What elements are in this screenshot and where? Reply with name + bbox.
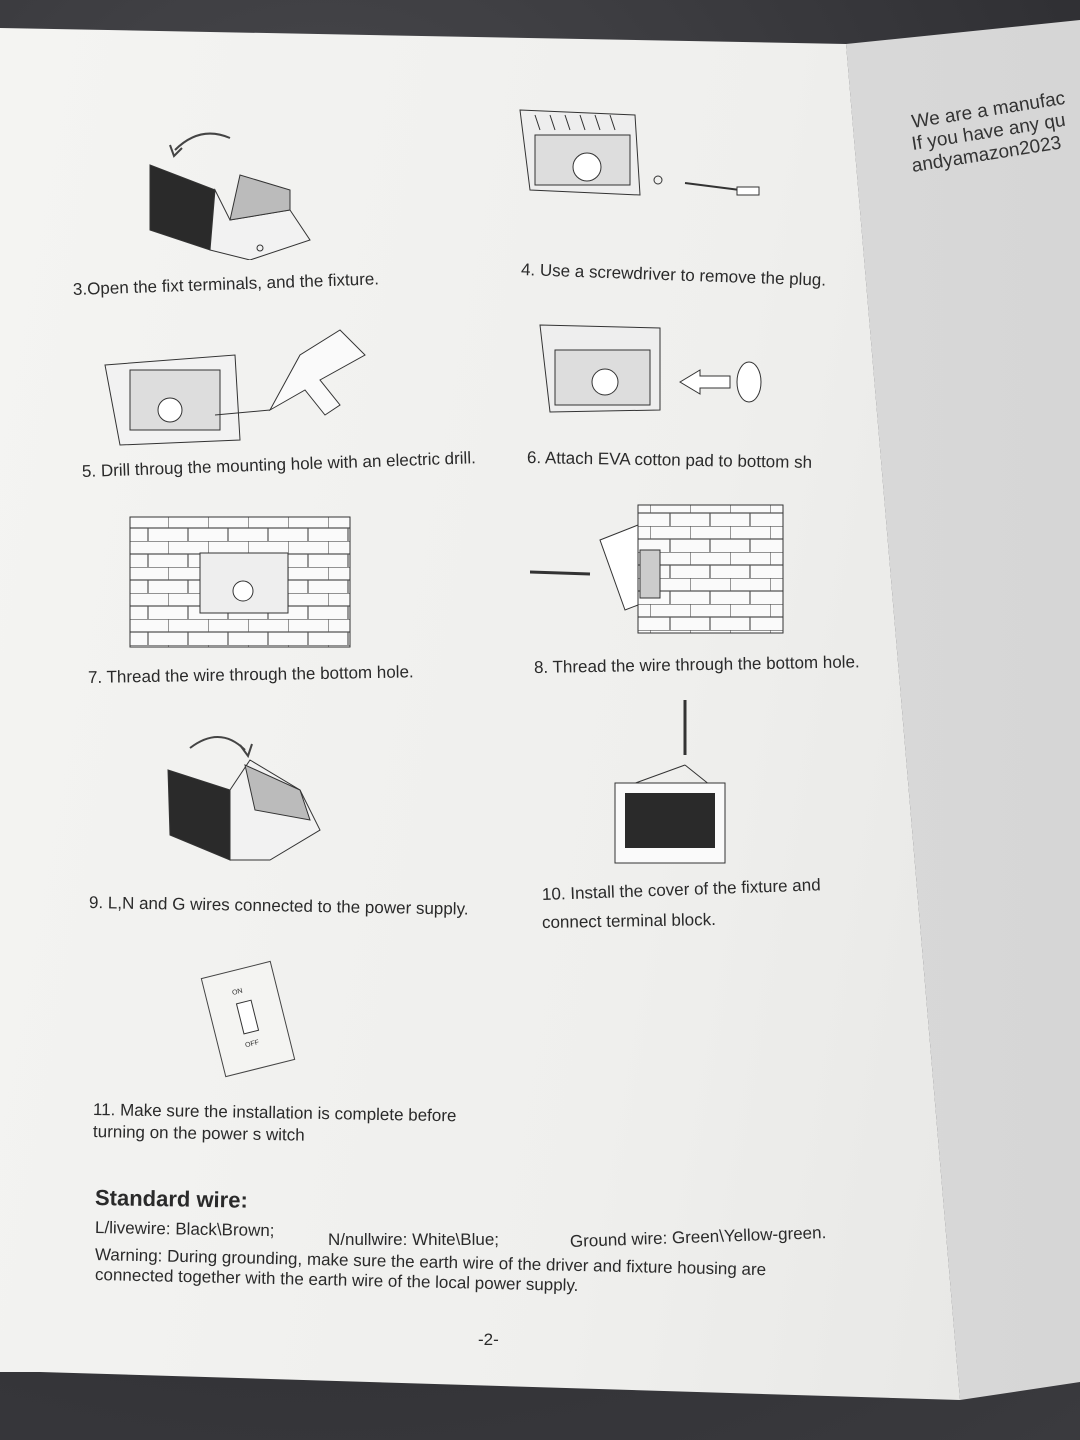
switch-on-label: ON [231, 987, 244, 997]
switch-off-label: OFF [244, 1039, 260, 1050]
eva-pad-illustration [539, 324, 762, 413]
page-number: -2- [478, 1330, 499, 1349]
install-cover-illustration [614, 700, 726, 864]
null-wire-text: N/nullwire: White\Blue; [328, 1230, 500, 1249]
close-fixture-illustration [167, 736, 321, 861]
wall-mount-illustration [530, 504, 784, 634]
wall-wire-illustration [129, 516, 351, 648]
step-11-caption-line2: turning on the power s witch [92, 1122, 305, 1145]
live-wire-text: L/livewire: Black\Brown; [94, 1218, 275, 1241]
remove-plug-illustration [519, 109, 760, 196]
drill-illustration [104, 329, 366, 446]
switch-toggle [235, 999, 260, 1035]
standard-wire-heading: Standard wire: [94, 1185, 249, 1213]
open-fixture-illustration [149, 132, 311, 260]
step-10-caption-line2: connect terminal block. [541, 909, 717, 932]
